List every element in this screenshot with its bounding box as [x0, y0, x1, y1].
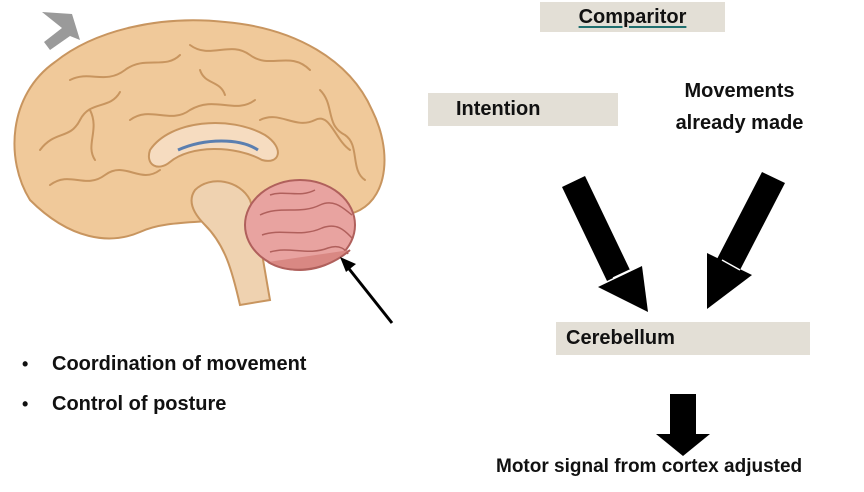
comparitor-label: Comparitor — [578, 5, 687, 28]
motor-signal-label: Motor signal from cortex adjusted — [496, 456, 803, 477]
movements-label-line1: Movements — [684, 80, 795, 102]
cerebellum-label: Cerebellum — [566, 327, 675, 349]
movements-to-cerebellum-arrow — [707, 172, 785, 309]
movements-already-made-label: Movements already made — [652, 75, 827, 139]
intention-to-cerebellum-arrow — [562, 176, 648, 312]
bullet-text: Coordination of movement — [52, 352, 307, 375]
cerebellum-to-motor-signal-arrow — [656, 394, 710, 456]
function-bullet-list: • Coordination of movement • Control of … — [22, 344, 306, 424]
bullet-text: Control of posture — [52, 392, 227, 415]
bullet-item: • Control of posture — [22, 384, 306, 424]
comparitor-label-box: Comparitor — [540, 2, 725, 32]
grey-pointer-arrow-icon — [42, 12, 80, 50]
brain-illustration — [13, 12, 386, 307]
bullet-item: • Coordination of movement — [22, 344, 306, 384]
intention-label-box: Intention — [428, 93, 618, 126]
corpus-callosum — [147, 122, 279, 168]
intention-label: Intention — [456, 98, 541, 120]
bullet-dot-icon: • — [22, 393, 29, 414]
cerebellum-label-box: Cerebellum — [556, 322, 810, 355]
bullet-dot-icon: • — [22, 353, 29, 374]
movements-label-line2: already made — [675, 112, 804, 134]
